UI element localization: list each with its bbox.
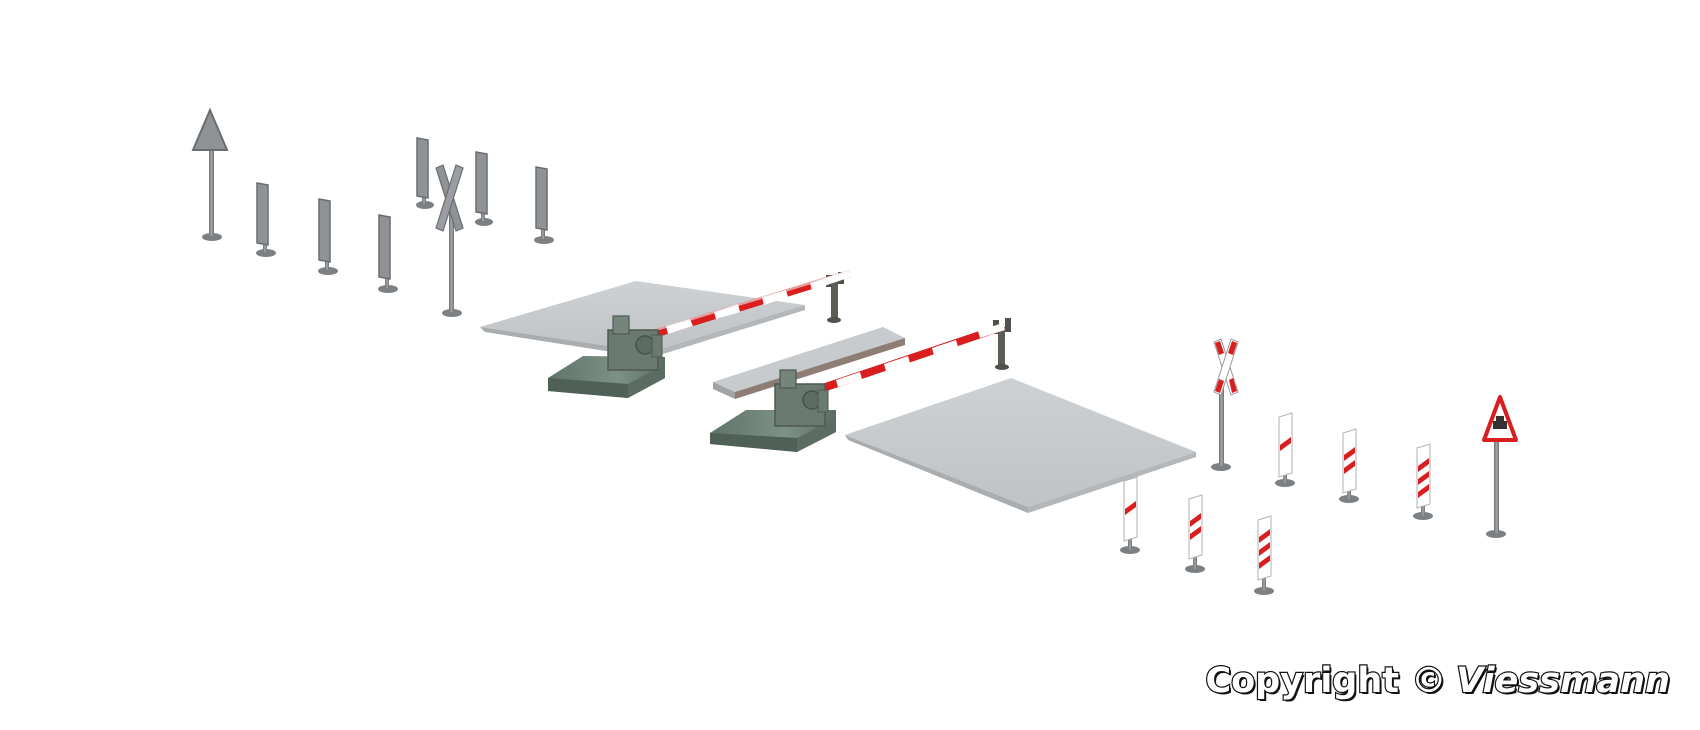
- beacon-post-6: [534, 166, 554, 244]
- barrier-boom-2: [813, 323, 1005, 395]
- countdown-marker-front-2-stripes: [1185, 494, 1205, 573]
- right-crossbuck-sign: [1211, 338, 1239, 471]
- approach-triangle-sign: [191, 107, 229, 241]
- beacon-post-5: [475, 151, 493, 226]
- warning-triangle-sign: [1482, 395, 1518, 538]
- copyright-text: Copyright ©: [1204, 661, 1447, 701]
- countdown-marker-2-stripes: [1339, 428, 1359, 503]
- barrier-boom-1: [643, 270, 851, 341]
- right-road-ramp: [845, 378, 1196, 513]
- barrier-base-2: [710, 369, 836, 452]
- beacon-post-3: [378, 214, 398, 293]
- barrier-base-1: [548, 315, 665, 398]
- warning-triangle-level-crossing-icon: [1482, 395, 1518, 442]
- triangle-sign-icon: [191, 107, 229, 151]
- countdown-marker-1-stripe: [1275, 412, 1295, 487]
- st-andrews-cross-red-white-icon: [1213, 338, 1239, 396]
- countdown-marker-3-stripes: [1413, 443, 1433, 520]
- copyright-watermark: Copyright ©Viessmann: [1204, 661, 1671, 701]
- left-crossbuck-sign: [435, 164, 464, 317]
- st-andrews-cross-grey-icon: [435, 164, 464, 232]
- countdown-marker-front-1-stripe: [1120, 476, 1140, 554]
- beacon-post-1: [256, 182, 276, 257]
- countdown-marker-front-3-stripes: [1254, 515, 1274, 595]
- beacon-post-4: [416, 137, 434, 209]
- brand-logo-text: Viessmann: [1455, 661, 1671, 701]
- beacon-post-2: [318, 198, 338, 275]
